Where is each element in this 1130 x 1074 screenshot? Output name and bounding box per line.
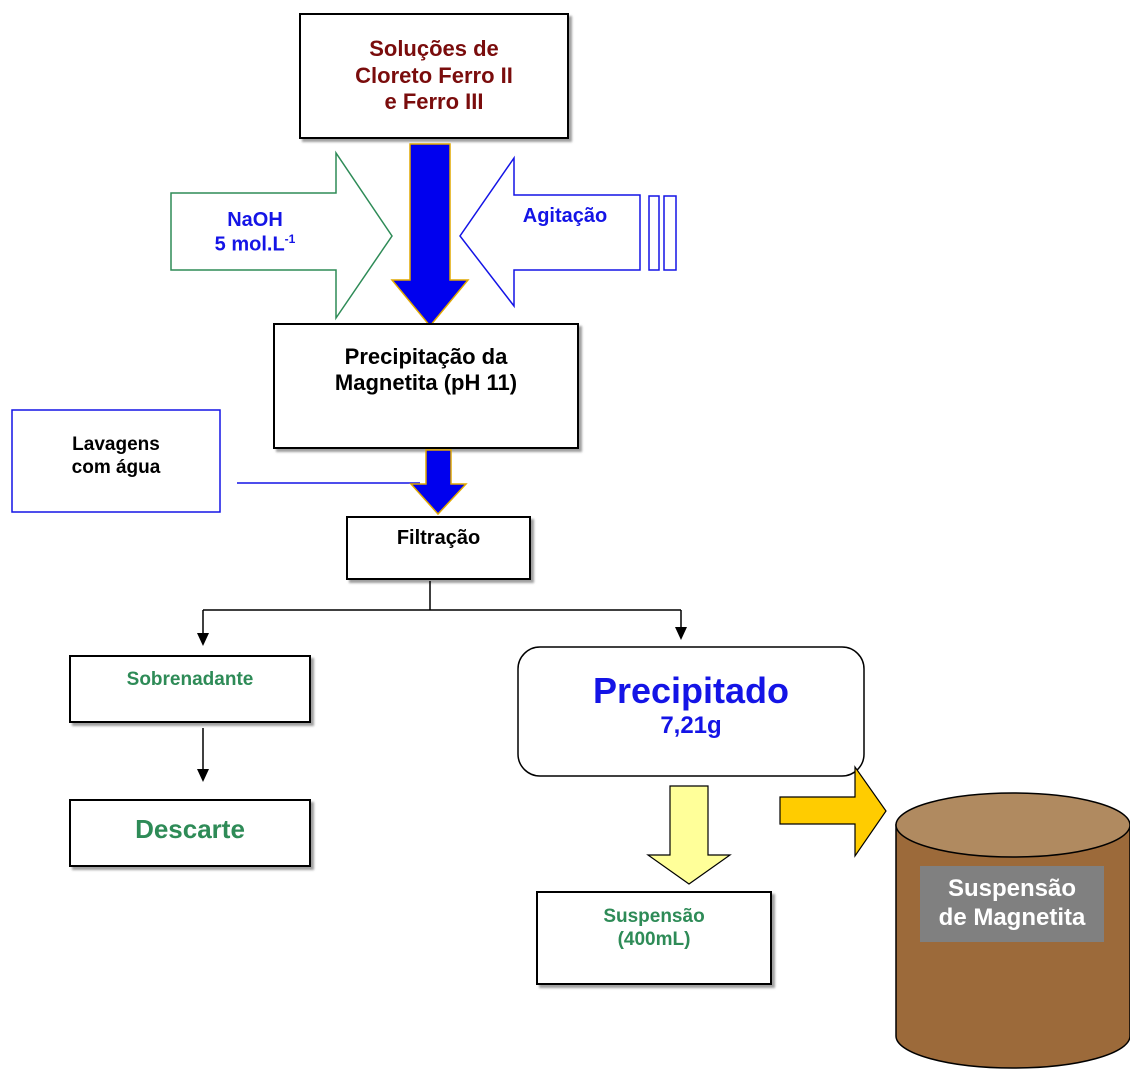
magnetite-cylinder-top xyxy=(895,792,1130,858)
supernatant-text: Sobrenadante xyxy=(126,668,254,690)
solutions-line-2: Cloreto Ferro II xyxy=(355,62,513,88)
suspension-label: Suspensão (400mL) xyxy=(537,898,771,960)
precipitate-mass: 7,21g xyxy=(660,712,722,740)
supernatant-label: Sobrenadante xyxy=(70,660,310,700)
solutions-line-1: Soluções de xyxy=(369,36,499,62)
agitation-text: Agitação xyxy=(522,205,608,227)
washing-line-2: com água xyxy=(71,457,161,478)
naoh-concentration-exponent: -1 xyxy=(284,231,296,246)
precipitation-line-2: Magnetita (pH 11) xyxy=(334,370,518,395)
filtration-text: Filtração xyxy=(396,527,481,549)
agitation-bar-1 xyxy=(648,195,660,271)
suspension-down-arrow xyxy=(646,785,732,885)
discard-label: Descarte xyxy=(70,808,310,852)
washing-line-1: Lavagens xyxy=(72,434,160,456)
precipitate-label: Precipitado 7,21g xyxy=(518,660,864,750)
washing-label: Lavagens com água xyxy=(12,422,220,492)
washing-box xyxy=(11,409,221,513)
magnetite-label-highlight xyxy=(920,866,1104,942)
discard-box xyxy=(69,799,311,867)
filtration-box xyxy=(346,516,531,580)
agitation-bar-2 xyxy=(663,195,677,271)
precipitation-label: Precipitação da Magnetita (pH 11) xyxy=(274,328,578,412)
naoh-label: NaOH 5 mol.L-1 xyxy=(200,198,310,266)
naoh-concentration: 5 mol.L xyxy=(214,233,285,256)
supernatant-box xyxy=(69,655,311,723)
naoh-line-2: 5 mol.L-1 xyxy=(215,232,296,257)
filtration-down-arrow xyxy=(409,449,468,516)
naoh-line-1: NaOH xyxy=(227,208,283,231)
filtration-label: Filtração xyxy=(347,520,530,556)
solutions-label: Soluções de Cloreto Ferro II e Ferro III xyxy=(300,16,568,136)
suspension-box xyxy=(536,891,772,985)
solutions-line-3: e Ferro III xyxy=(384,89,484,115)
magnetite-right-arrow xyxy=(779,765,887,858)
split-left-arrowhead xyxy=(197,633,209,646)
supernatant-down-arrowhead xyxy=(197,769,209,782)
precipitation-box xyxy=(273,323,579,449)
split-right-arrowhead xyxy=(675,627,687,640)
magnetite-suspension-label: Suspensão de Magnetita xyxy=(918,864,1106,944)
agitation-arrow xyxy=(459,155,641,309)
agitation-label: Agitação xyxy=(500,198,630,234)
magnetite-cylinder-body xyxy=(895,824,1130,1069)
naoh-arrow xyxy=(170,150,393,321)
suspension-line-1: Suspensão xyxy=(603,906,705,928)
precipitate-box xyxy=(517,646,865,777)
solutions-box xyxy=(299,13,569,139)
precipitate-title: Precipitado xyxy=(592,670,790,711)
precipitation-line-1: Precipitação da xyxy=(344,343,508,369)
main-down-arrow xyxy=(390,143,470,328)
magnetite-suspension-line-1: Suspensão xyxy=(947,875,1077,903)
suspension-line-2: (400mL) xyxy=(617,929,691,950)
magnetite-suspension-line-2: de Magnetita xyxy=(938,904,1086,931)
discard-text: Descarte xyxy=(135,814,245,845)
